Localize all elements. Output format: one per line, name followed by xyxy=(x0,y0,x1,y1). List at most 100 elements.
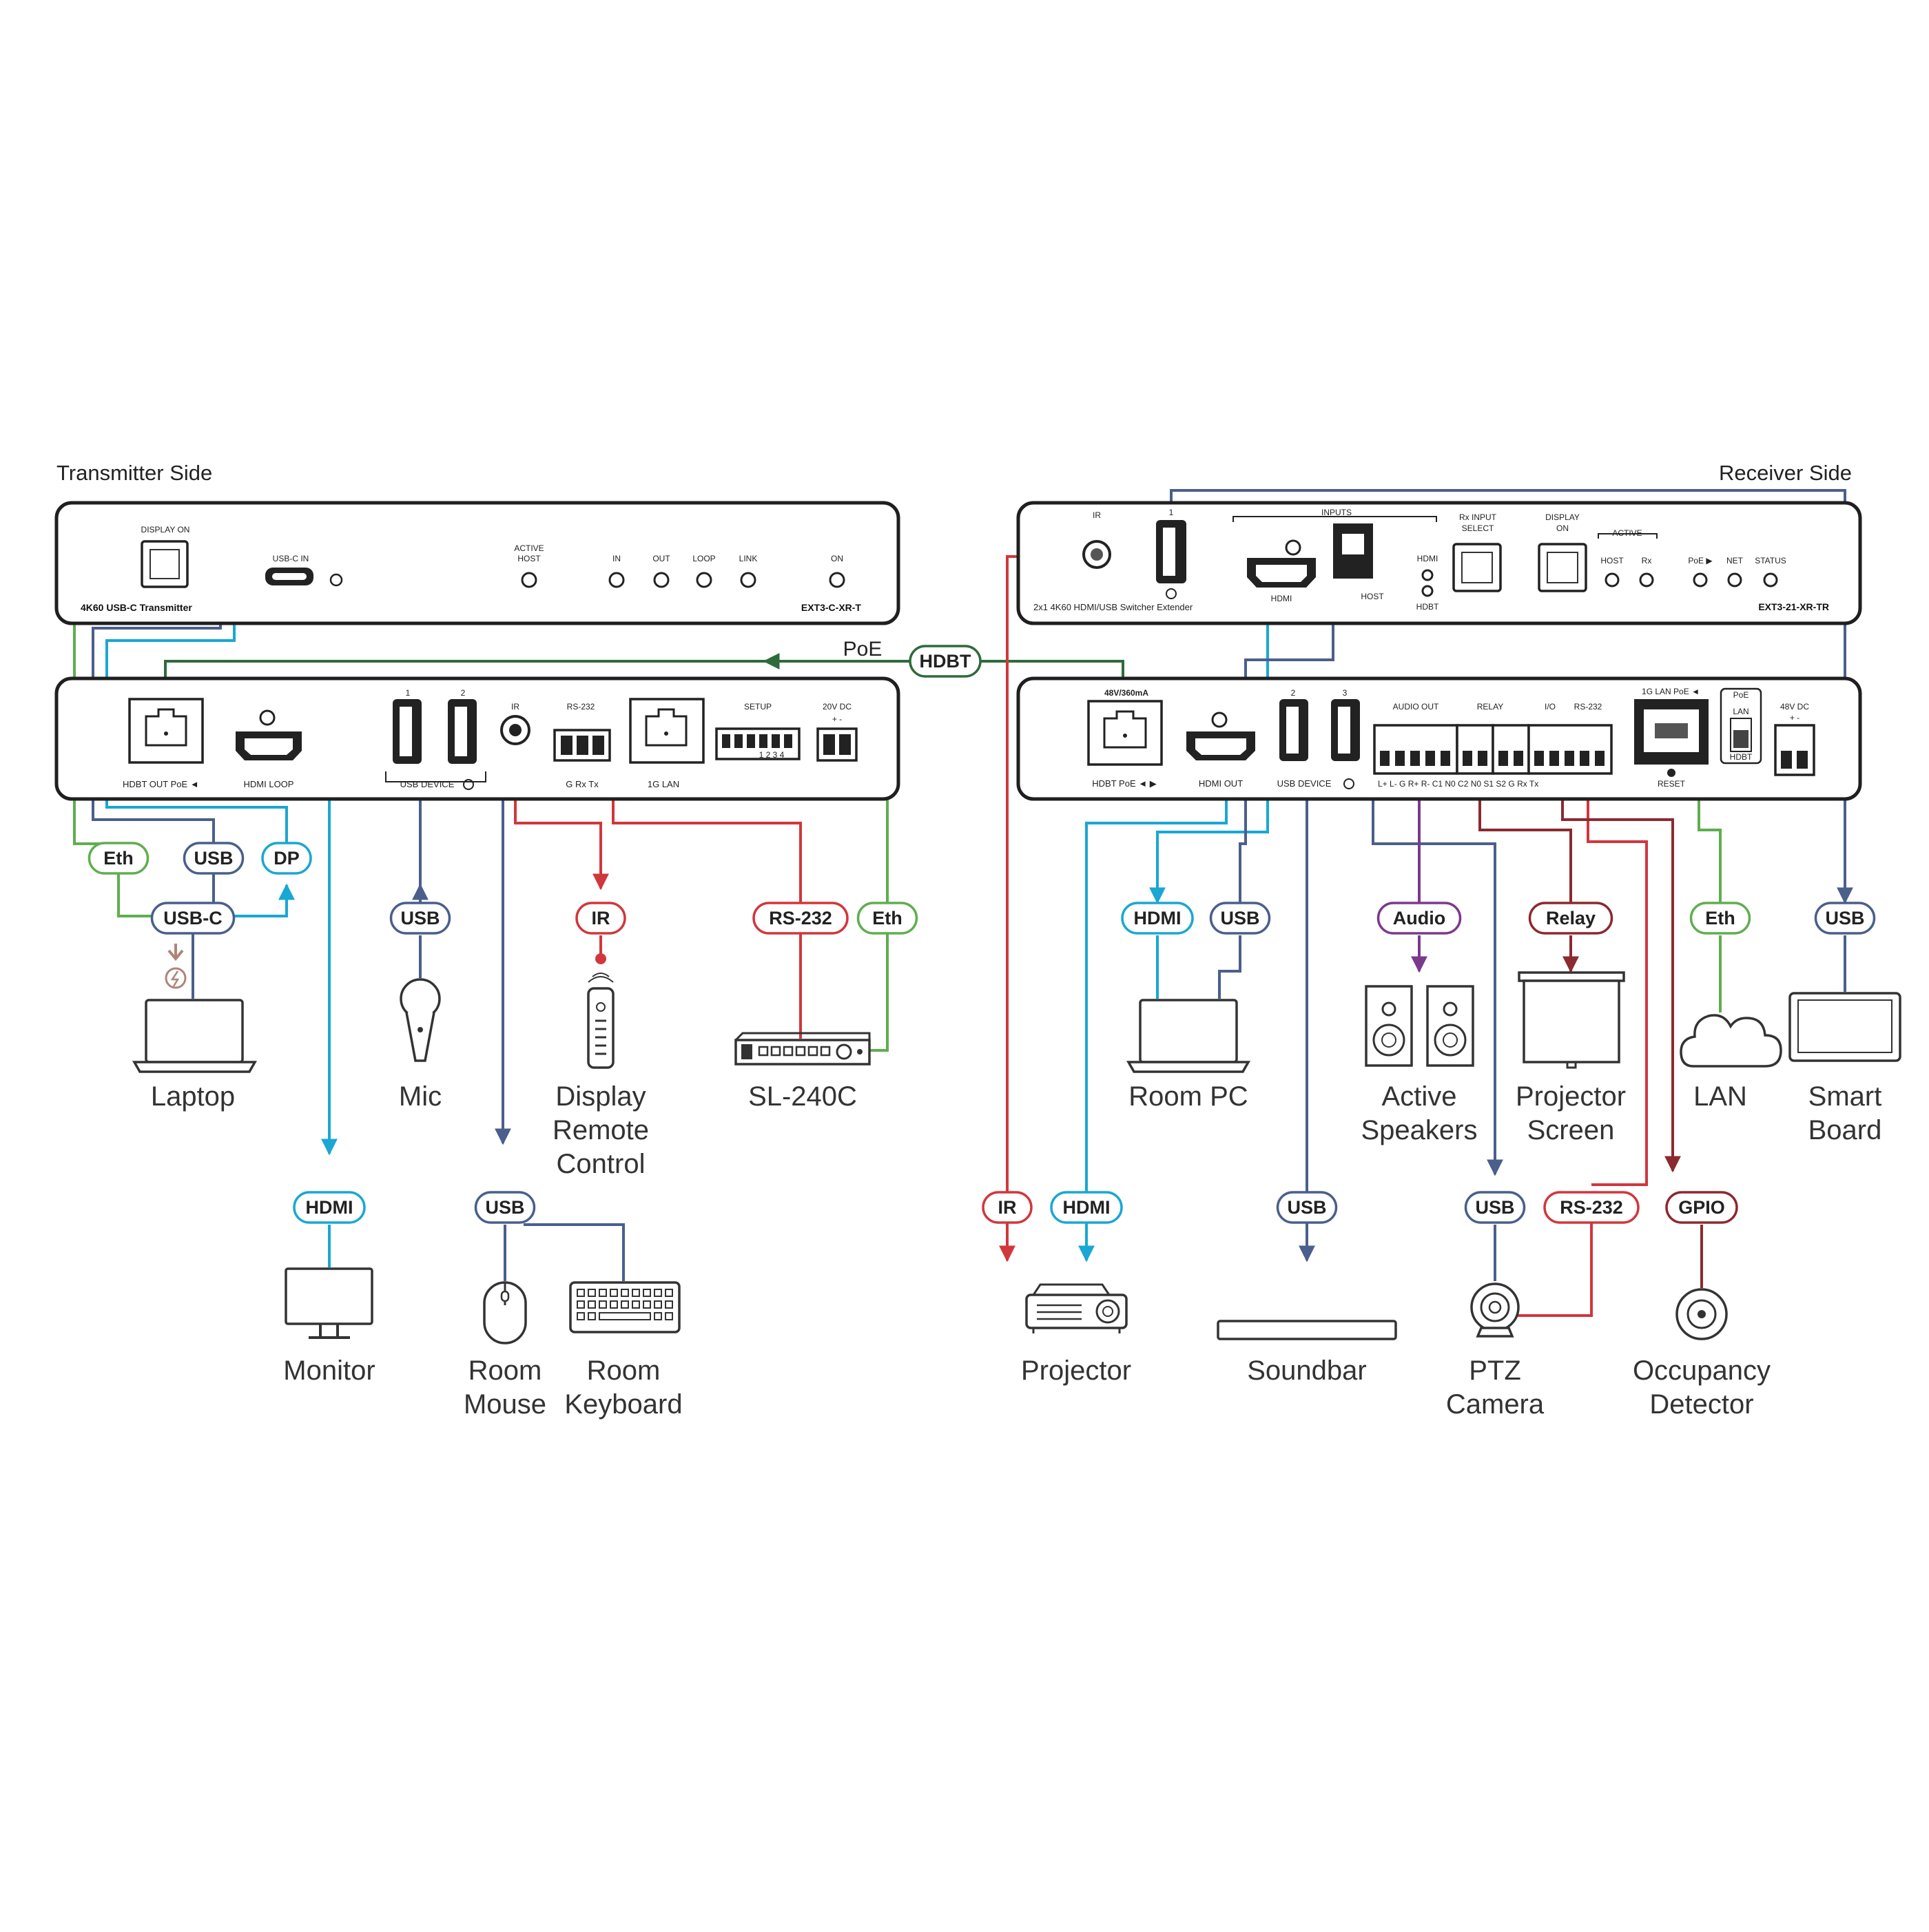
rx-net-label: NET xyxy=(1726,556,1744,565)
pill-label: USB xyxy=(1825,908,1864,928)
keyboard-label-2: Keyboard xyxy=(564,1389,682,1420)
pill-label: USB-C xyxy=(163,908,223,928)
rx-relay-label: RELAY xyxy=(1477,702,1503,711)
lens-center xyxy=(1488,1300,1502,1314)
pill-label: GPIO xyxy=(1678,1197,1725,1218)
hdmi-logo-icon xyxy=(1211,711,1228,728)
mic-head xyxy=(400,978,441,1019)
tx-dc-polarity: + - xyxy=(832,714,842,724)
terminal-pin xyxy=(592,736,604,755)
usb-power-icon xyxy=(1166,588,1177,599)
lan-label: LAN xyxy=(1693,1081,1747,1112)
laptop-base xyxy=(132,1061,258,1073)
usb-b-inner xyxy=(1342,534,1364,554)
terminal-pin xyxy=(823,734,835,755)
pill-proj-ir: IR xyxy=(982,1191,1033,1224)
pill-sl-eth: Eth xyxy=(856,902,918,935)
tx-setup-label: SETUP xyxy=(744,702,772,711)
keyboard-key xyxy=(599,1289,607,1297)
pill-outline xyxy=(1814,902,1876,935)
rx-status-led xyxy=(1763,572,1778,588)
rx-relay-2-terminal[interactable] xyxy=(1492,724,1530,775)
pill-outline xyxy=(1464,1191,1526,1224)
terminal-pin xyxy=(1797,751,1808,769)
pill-label: USB xyxy=(1220,908,1259,928)
rx-active-host-label: HOST xyxy=(1600,556,1624,565)
terminal-pin xyxy=(839,734,851,755)
pill-label: HDMI xyxy=(306,1197,353,1218)
ir-jack-center xyxy=(509,724,522,736)
pill-ir: IR xyxy=(575,902,626,935)
rx-usb-num-1: 1 xyxy=(1169,508,1174,517)
hdmi-loop-cable xyxy=(303,746,338,1156)
rx-audio-out-terminal[interactable] xyxy=(1373,724,1458,775)
rj45-pins xyxy=(1655,723,1688,738)
keyboard-label-1: Room xyxy=(587,1355,661,1386)
rx-relay-1-terminal[interactable] xyxy=(1456,724,1494,775)
bolt-icon xyxy=(170,970,180,987)
pill-outline xyxy=(1543,1191,1640,1224)
woofer xyxy=(1372,1024,1405,1057)
devices: Laptop Mic Display Remote Control xyxy=(132,944,1901,1420)
hdmi-logo-icon xyxy=(1285,539,1301,556)
mouse-label-2: Mouse xyxy=(464,1389,546,1420)
room-pc-screen xyxy=(1139,999,1238,1063)
projector-vents xyxy=(1037,1304,1082,1320)
mouse-label-1: Room xyxy=(468,1355,542,1386)
tx-dc-label: 20V DC xyxy=(823,702,852,711)
keyboard-key xyxy=(621,1289,629,1297)
pill-outline xyxy=(1528,902,1613,935)
tx-led-label-out: OUT xyxy=(652,554,670,563)
rx-poe-power-label: 48V/360mA xyxy=(1104,688,1148,698)
tx-rs232-label: RS-232 xyxy=(567,702,595,711)
rx-inputs-label: INPUTS xyxy=(1321,508,1352,517)
pill-proj-hdmi: HDMI xyxy=(1050,1191,1123,1224)
detector-center xyxy=(1698,1310,1706,1318)
keyboard-key xyxy=(577,1300,585,1309)
pill-tx-eth: Eth xyxy=(87,842,149,875)
rx-active-host-led xyxy=(1605,572,1620,588)
pill-hdbt: HDBT xyxy=(909,645,982,678)
screen-label-2: Screen xyxy=(1527,1115,1615,1145)
tx-usb-num-1: 1 xyxy=(406,688,411,698)
pill-label: HDMI xyxy=(1063,1197,1111,1218)
keyboard-key xyxy=(665,1300,673,1309)
tx-led-link xyxy=(740,572,756,588)
rx-model-desc: 2x1 4K60 HDMI/USB Switcher Extender xyxy=(1033,602,1193,612)
button-face xyxy=(1547,552,1578,583)
pill-outline xyxy=(1121,902,1194,935)
sl240c-top xyxy=(734,1032,871,1041)
pill-outline xyxy=(575,902,626,935)
projector-feet xyxy=(1032,1328,1121,1333)
monitor-icon xyxy=(285,1267,373,1339)
sl240c-body xyxy=(734,1039,871,1066)
usb-port-inner xyxy=(455,707,467,756)
tx-led-out xyxy=(653,572,670,588)
pill-rs232: RS-232 xyxy=(752,902,849,935)
mic-icon xyxy=(400,978,441,1062)
rx-reset-button[interactable] xyxy=(1667,769,1675,777)
rx-hdmi-in-label: HDMI xyxy=(1271,594,1292,603)
room-pc-icon xyxy=(1126,999,1251,1073)
transmitter-side-label: Transmitter Side xyxy=(56,461,212,485)
tx-on-label: ON xyxy=(831,554,843,563)
pill-outline xyxy=(1376,902,1462,935)
rj45-icon xyxy=(645,708,688,747)
terminal-pin xyxy=(561,736,572,755)
tx-hdbt-out-port[interactable] xyxy=(128,698,204,764)
kramer-logo-icon xyxy=(741,1044,752,1059)
woofer xyxy=(1434,1024,1467,1057)
projector-screen-icon xyxy=(1518,971,1625,1069)
tx-ir-label: IR xyxy=(511,702,519,711)
pill-mk-usb: USB xyxy=(474,1191,536,1224)
pill-outline xyxy=(87,842,149,875)
tweeter xyxy=(1381,1001,1396,1017)
monitor-label: Monitor xyxy=(283,1355,375,1386)
rx-io-rs232-terminal[interactable] xyxy=(1527,724,1613,775)
pill-outline xyxy=(150,902,236,935)
rx-active-rx-label: Rx xyxy=(1642,556,1652,565)
woofer-center xyxy=(1443,1032,1458,1048)
rj45-dot xyxy=(164,731,168,736)
sl240c-led xyxy=(857,1049,863,1055)
speakers-label-1: Active xyxy=(1382,1081,1457,1112)
